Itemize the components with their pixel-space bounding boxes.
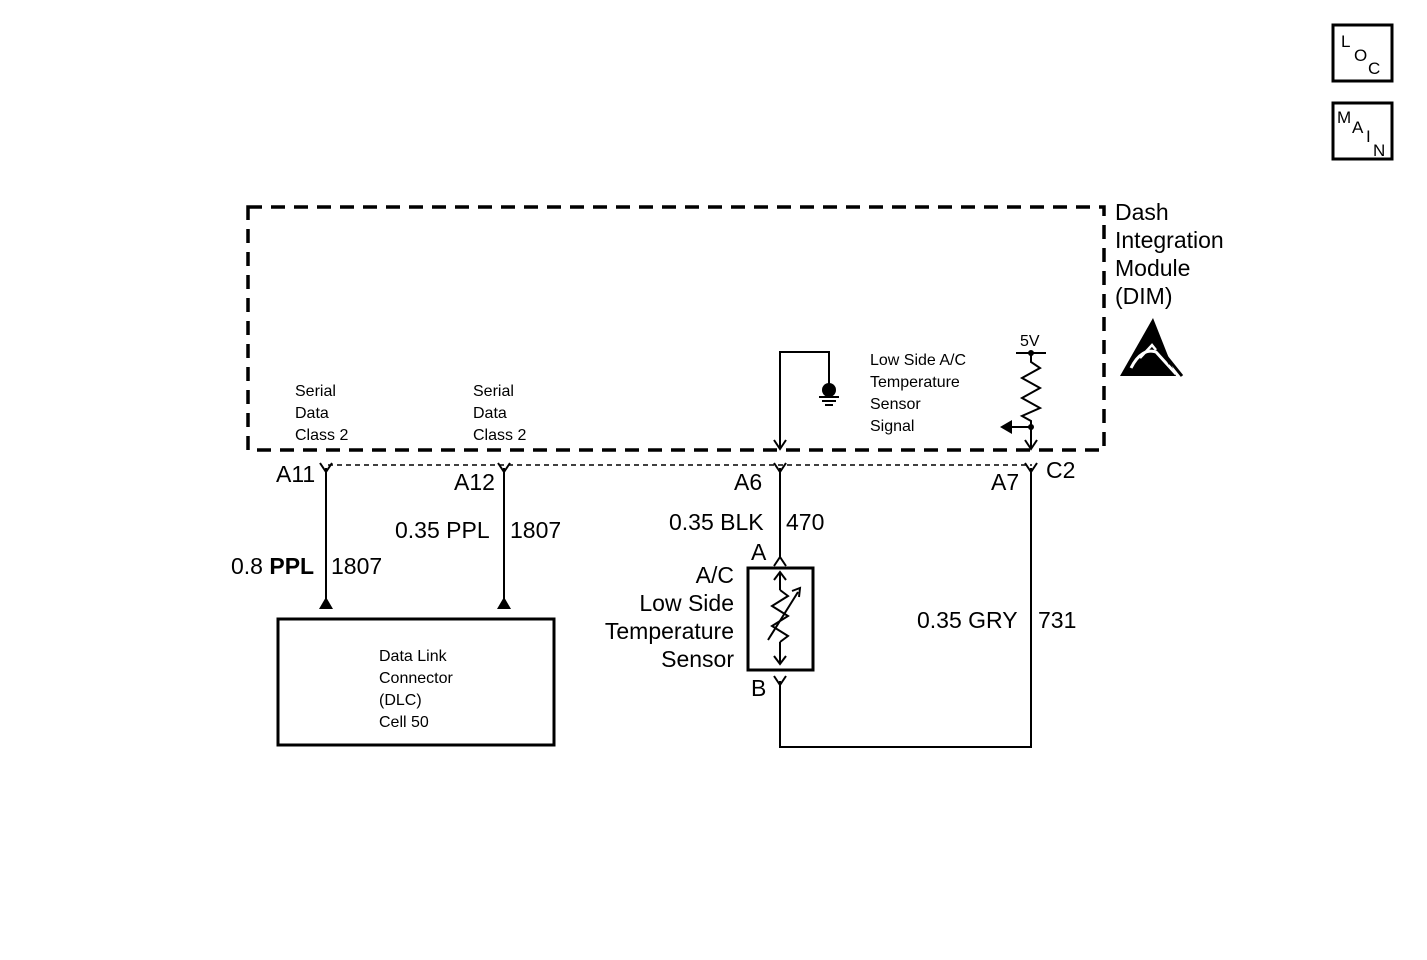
pin-a6-label: A6 — [734, 469, 762, 495]
sensor-pin-b-label: B — [751, 675, 766, 701]
sensor-signal-label: Low Side A/C Temperature Sensor Signal — [870, 352, 966, 435]
svg-text:Temperature: Temperature — [870, 374, 960, 391]
main-button[interactable]: M A I N — [1331, 101, 1394, 161]
main-letter-m: M — [1337, 108, 1351, 127]
svg-text:(DLC): (DLC) — [379, 692, 422, 709]
sensor-name-label: A/C Low Side Temperature Sensor — [605, 562, 734, 672]
sensor-pin-a-label: A — [751, 539, 767, 565]
dim-name-line-3: Module — [1115, 255, 1190, 281]
svg-text:Serial: Serial — [473, 383, 514, 400]
connector-c2-label: C2 — [1046, 457, 1075, 483]
pullup-resistor-circuit: 5V — [1000, 333, 1046, 451]
wire-a7-circuit: 731 — [1038, 607, 1076, 633]
dim-name-line-1: Dash — [1115, 199, 1169, 225]
svg-text:Low Side: Low Side — [639, 590, 734, 616]
main-letter-n: N — [1373, 141, 1385, 160]
svg-text:Sensor: Sensor — [661, 646, 734, 672]
svg-text:Signal: Signal — [870, 418, 914, 435]
wire-a7-label: 0.35 GRY — [917, 607, 1018, 633]
esd-warning-icon — [1120, 318, 1184, 377]
svg-text:Low Side A/C: Low Side A/C — [870, 352, 966, 369]
svg-text:Serial: Serial — [295, 383, 336, 400]
dim-module-name: Dash Integration Module (DIM) — [1115, 199, 1224, 309]
svg-text:Data: Data — [295, 405, 329, 422]
wire-a12-circuit: 1807 — [510, 517, 561, 543]
svg-text:Cell 50: Cell 50 — [379, 714, 429, 731]
dim-name-line-2: Integration — [1115, 227, 1224, 253]
wire-a12-label: 0.35 PPL — [395, 517, 490, 543]
wire-a11-dlc — [319, 468, 333, 609]
wire-a6-circuit: 470 — [786, 509, 824, 535]
svg-text:Data: Data — [473, 405, 507, 422]
svg-text:Sensor: Sensor — [870, 396, 921, 413]
loc-letter-o: O — [1354, 46, 1367, 65]
dlc-box: Data Link Connector (DLC) Cell 50 — [276, 617, 556, 747]
wire-a6-sensor — [773, 468, 787, 567]
wire-sensor-a7 — [773, 468, 1032, 748]
ac-low-side-temperature-sensor — [746, 566, 815, 672]
loc-letter-c: C — [1368, 59, 1380, 78]
dim-module-boundary — [246, 205, 1106, 452]
wire-a11-label: 0.8 PPL — [231, 553, 314, 579]
loc-letter-l: L — [1341, 32, 1350, 51]
wire-a11-circuit: 1807 — [331, 553, 382, 579]
main-letter-a: A — [1352, 118, 1364, 137]
dim-name-line-4: (DIM) — [1115, 283, 1172, 309]
svg-text:Class 2: Class 2 — [295, 427, 348, 444]
pin-a12-label: A12 — [454, 469, 495, 495]
wire-a12-dlc — [497, 468, 511, 609]
loc-button[interactable]: L O C — [1331, 23, 1394, 83]
serial-data-label-2: Serial Data Class 2 — [473, 383, 526, 444]
pin-a7-label: A7 — [991, 469, 1019, 495]
svg-text:A/C: A/C — [696, 562, 734, 588]
main-letter-i: I — [1366, 127, 1371, 146]
pin-a11-label: A11 — [276, 461, 315, 487]
svg-text:Data Link: Data Link — [379, 648, 448, 665]
svg-text:Temperature: Temperature — [605, 618, 734, 644]
internal-ground-circuit — [773, 351, 839, 451]
wire-a6-label: 0.35 BLK — [669, 509, 764, 535]
serial-data-label-1: Serial Data Class 2 — [295, 383, 348, 444]
supply-voltage-label: 5V — [1020, 333, 1040, 350]
svg-text:Class 2: Class 2 — [473, 427, 526, 444]
svg-text:Connector: Connector — [379, 670, 453, 687]
